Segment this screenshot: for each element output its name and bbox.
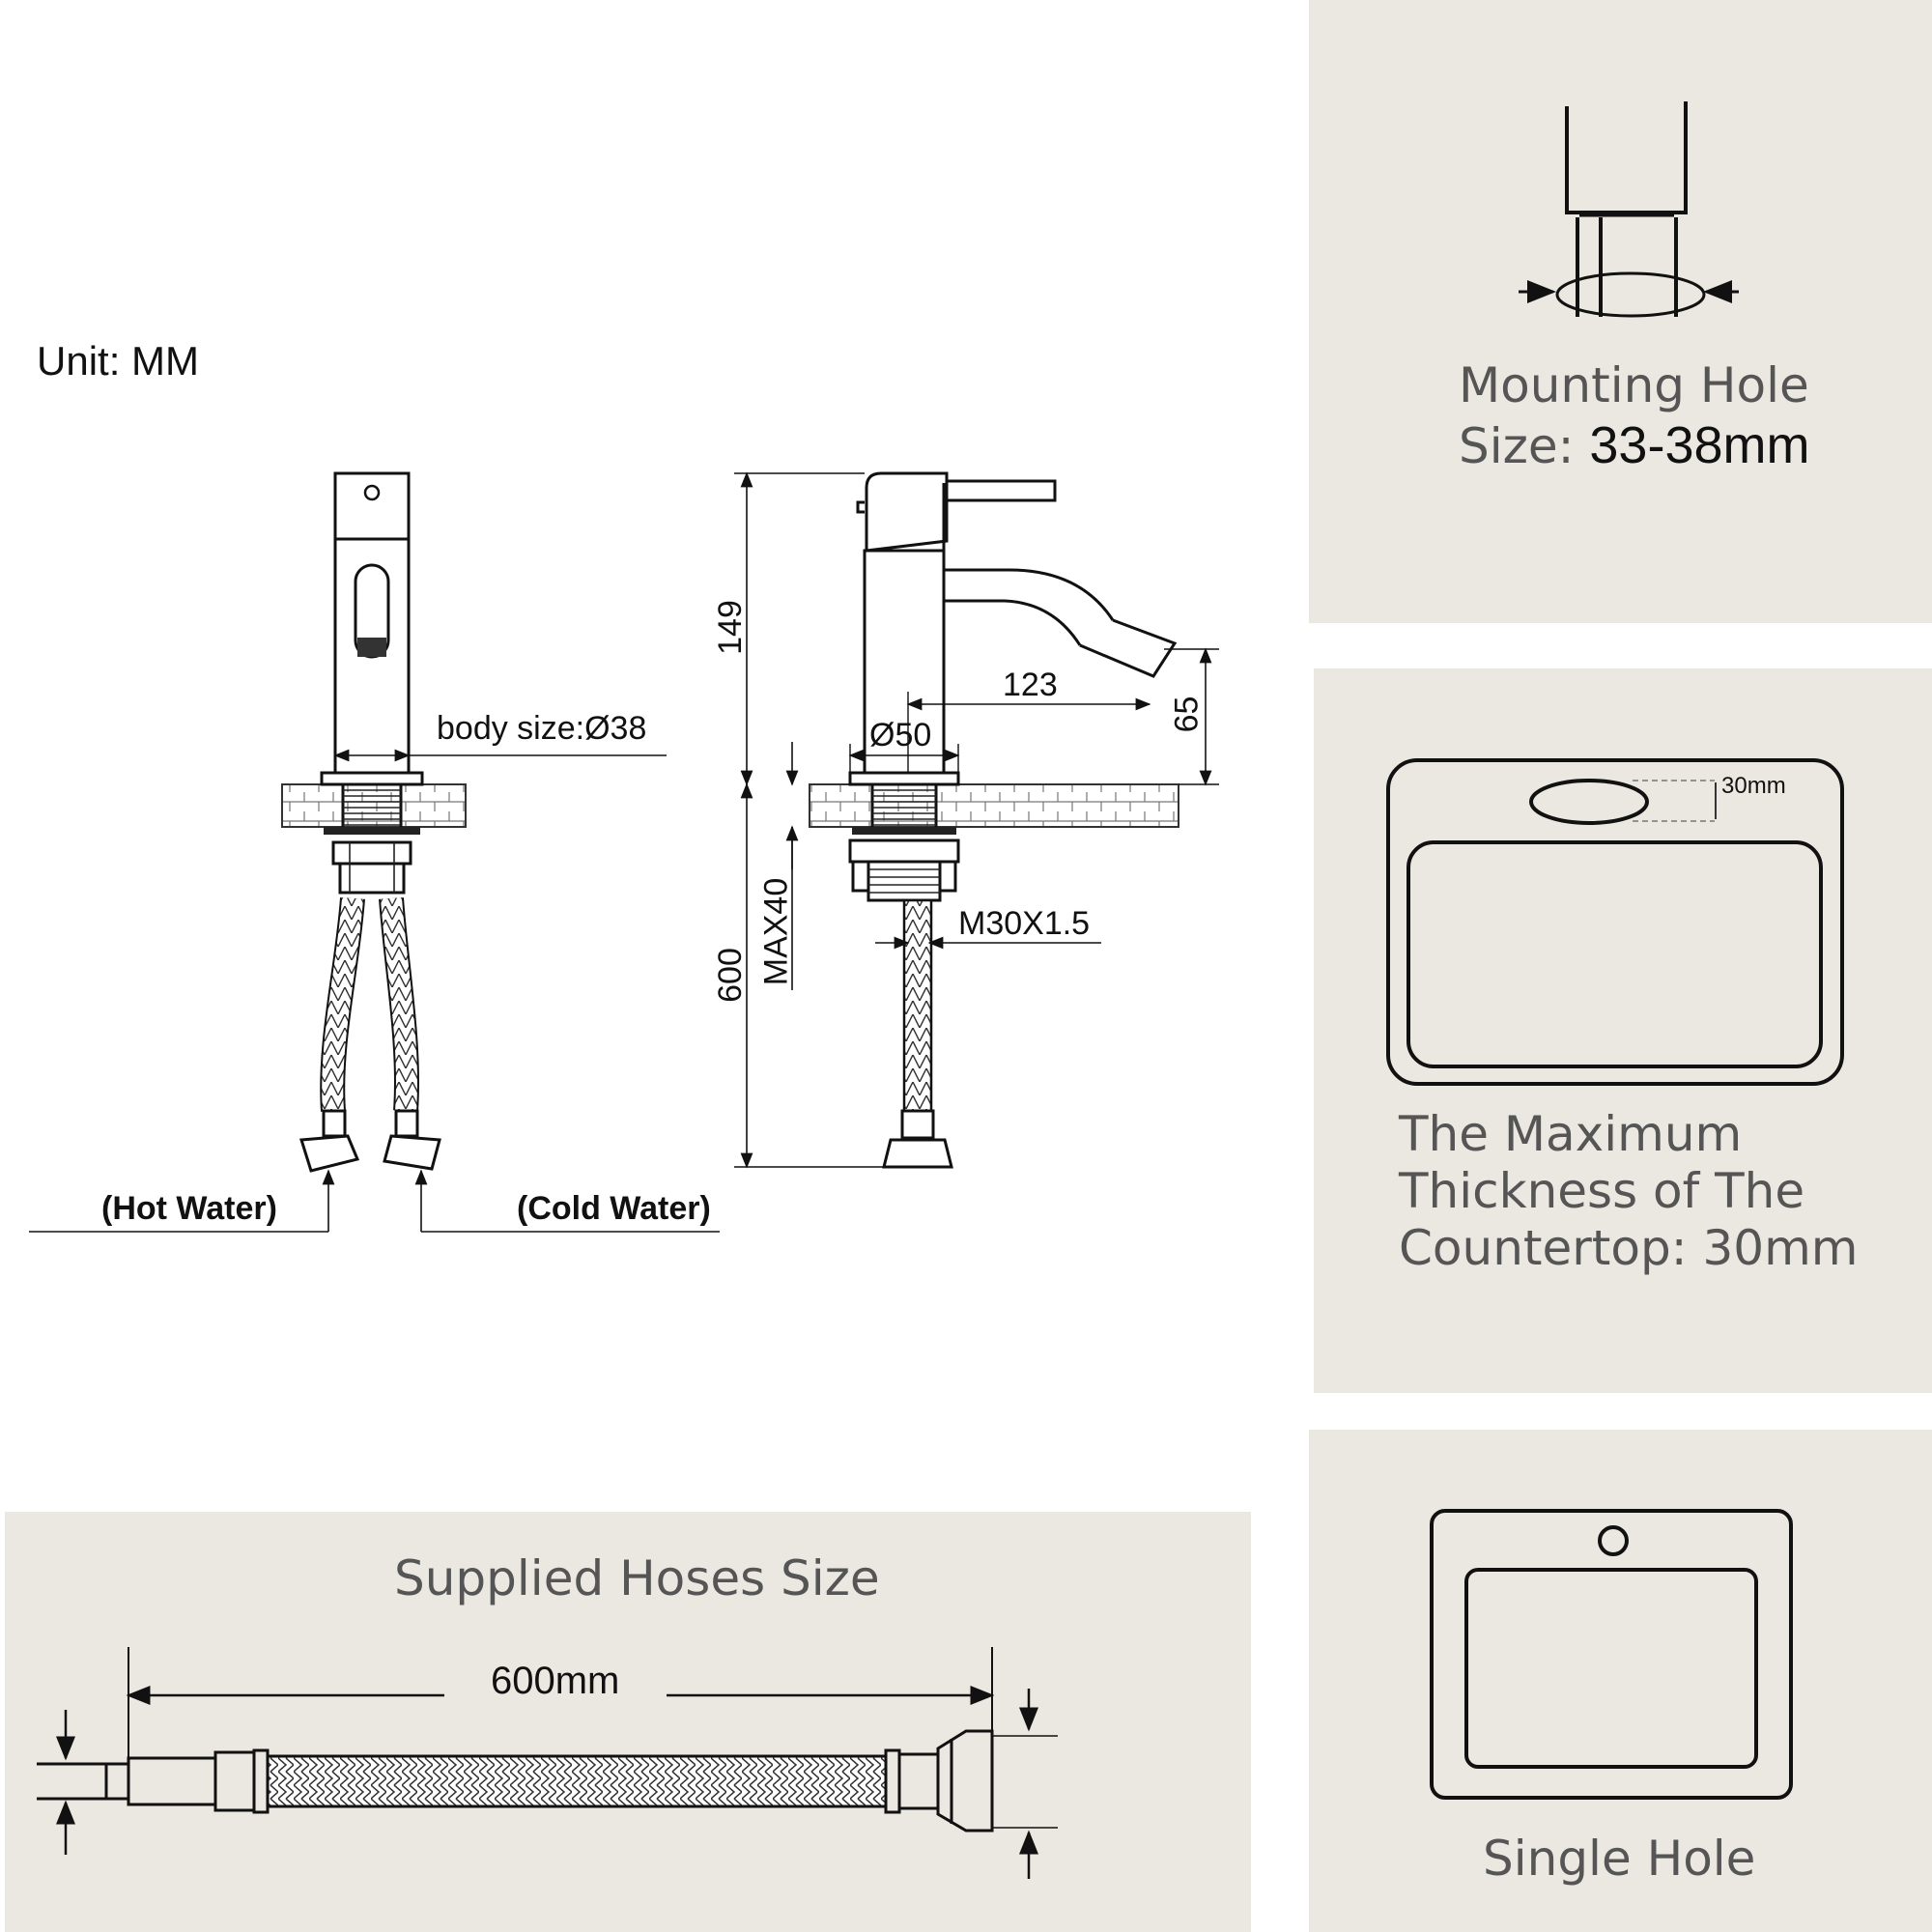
mounting-hole-panel: [1309, 0, 1932, 623]
single-hole-panel: [1309, 1430, 1932, 1932]
countertop-thickness-icon: [1386, 758, 1844, 1086]
unit-label: Unit: MM: [37, 338, 199, 384]
hot-water-label: (Hot Water): [101, 1190, 277, 1227]
mounting-hole-title: Mounting Hole: [1459, 357, 1809, 413]
mounting-hole-size: Size: 33-38mm: [1459, 417, 1809, 474]
countertop-panel: [1314, 668, 1932, 1393]
faucet-body-front: [333, 471, 411, 775]
mounting-hole-size-prefix: Size:: [1459, 418, 1575, 474]
hoses-panel: [5, 1512, 1251, 1932]
countertop-section-side: [809, 783, 1179, 828]
base-diameter-label: Ø50: [869, 717, 932, 753]
max40-label: MAX40: [757, 877, 795, 986]
spout-height-65-label: 65: [1168, 696, 1206, 733]
side-view-faucet: [809, 471, 1179, 1169]
hose-length-label: 600mm: [491, 1660, 620, 1702]
countertop-small-label: 30mm: [1721, 773, 1786, 799]
supplied-hose-diagram: [37, 1647, 1058, 1879]
mounting-hole-icon: [1519, 101, 1739, 318]
countertop-line1: The Maximum: [1399, 1106, 1743, 1162]
body-size-label: body size:Ø38: [437, 710, 647, 747]
single-hole-icon: [1430, 1509, 1793, 1800]
hoses-title: Supplied Hoses Size: [394, 1550, 880, 1606]
mounting-hole-size-value: 33-38mm: [1589, 416, 1810, 474]
front-view-faucet: [281, 471, 467, 1173]
countertop-line3: Countertop: 30mm: [1399, 1220, 1859, 1276]
water-leaders: [29, 1169, 720, 1233]
hose-600-label: 600: [711, 948, 749, 1003]
height-149-label: 149: [711, 600, 749, 655]
single-hole-label: Single Hole: [1483, 1831, 1756, 1887]
side-dimensions: [734, 471, 1219, 1169]
spout-reach-123-label: 123: [1003, 667, 1058, 703]
cold-water-label: (Cold Water): [517, 1190, 711, 1227]
thread-label: M30X1.5: [958, 905, 1091, 942]
countertop-line2: Thickness of The: [1399, 1163, 1805, 1219]
